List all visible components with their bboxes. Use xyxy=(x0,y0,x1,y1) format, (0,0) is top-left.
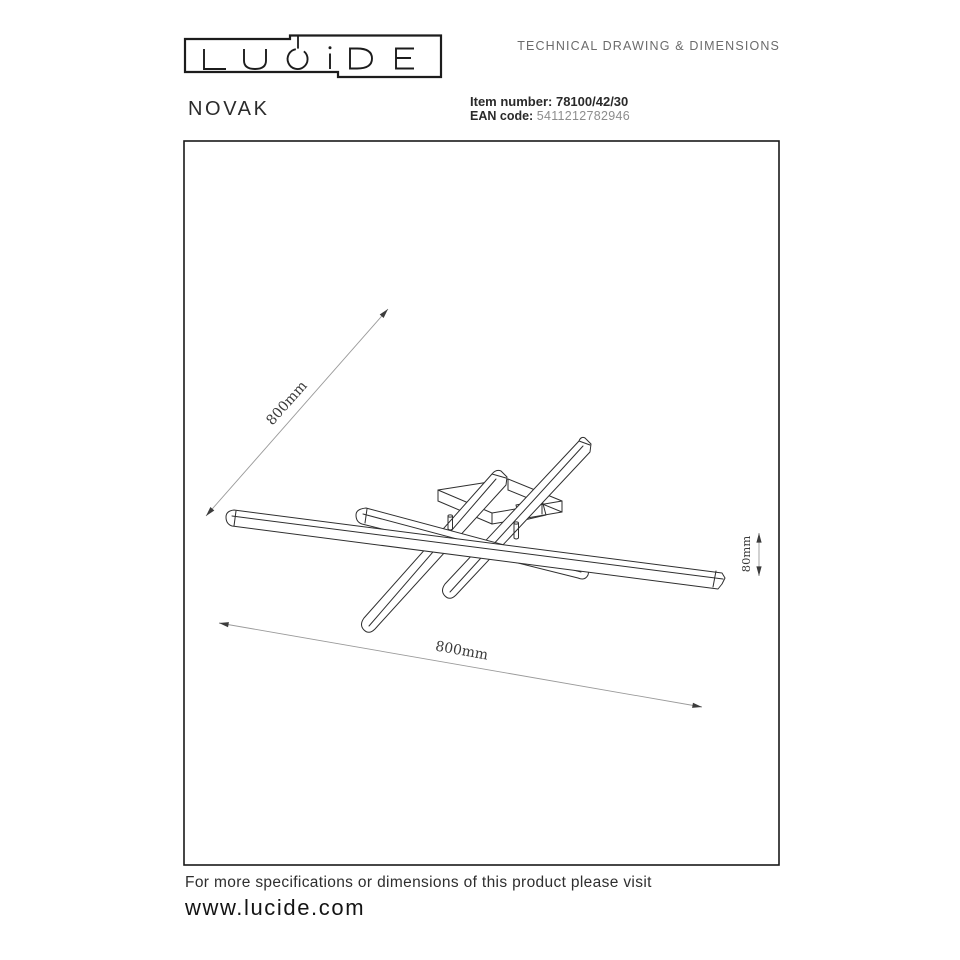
footer-website: www.lucide.com xyxy=(185,895,366,920)
ean-row: EAN code: 5411212782946 xyxy=(470,109,630,123)
lucide-logo xyxy=(183,34,443,79)
dimension-label-diagonal: 800mm xyxy=(263,378,310,429)
ean-value: 5411212782946 xyxy=(536,109,631,123)
letter-E xyxy=(395,47,414,70)
letter-D xyxy=(349,47,373,70)
footer-note: For more specifications or dimensions of… xyxy=(185,874,652,891)
dimension-bar-height: 80mm xyxy=(739,533,762,576)
technical-drawing: 800mm 800mm 80mm xyxy=(183,140,780,866)
ceiling-light-fixture xyxy=(225,436,726,633)
footer: For more specifications or dimensions of… xyxy=(185,874,652,921)
brand-name-text: LUCIDE xyxy=(0,0,1,1)
logo-letters xyxy=(203,46,414,70)
letter-i-dot xyxy=(328,46,332,50)
product-meta: Item number: 78100/42/30 EAN code: 54112… xyxy=(470,95,630,124)
logo-frame xyxy=(183,34,443,79)
canopy-posts xyxy=(447,514,519,540)
dimension-label-height: 80mm xyxy=(739,536,753,573)
item-number-value: 78100/42/30 xyxy=(555,94,629,109)
letter-L xyxy=(203,49,226,70)
horizontal-bar-front xyxy=(225,509,726,590)
dimension-overall-width: 800mm xyxy=(218,622,703,708)
ean-label: EAN code: xyxy=(470,109,534,123)
dimension-diagonal-length: 800mm xyxy=(205,308,389,517)
item-number-label: Item number: xyxy=(470,94,553,109)
doc-title: TECHNICAL DRAWING & DIMENSIONS xyxy=(517,39,780,53)
drawing-border xyxy=(183,140,780,866)
item-number-row: Item number: 78100/42/30 xyxy=(470,95,630,109)
product-name: NOVAK xyxy=(188,98,270,120)
letter-U xyxy=(243,49,267,70)
dimension-label-width: 800mm xyxy=(434,639,489,664)
letter-C-lampshade xyxy=(286,48,309,70)
